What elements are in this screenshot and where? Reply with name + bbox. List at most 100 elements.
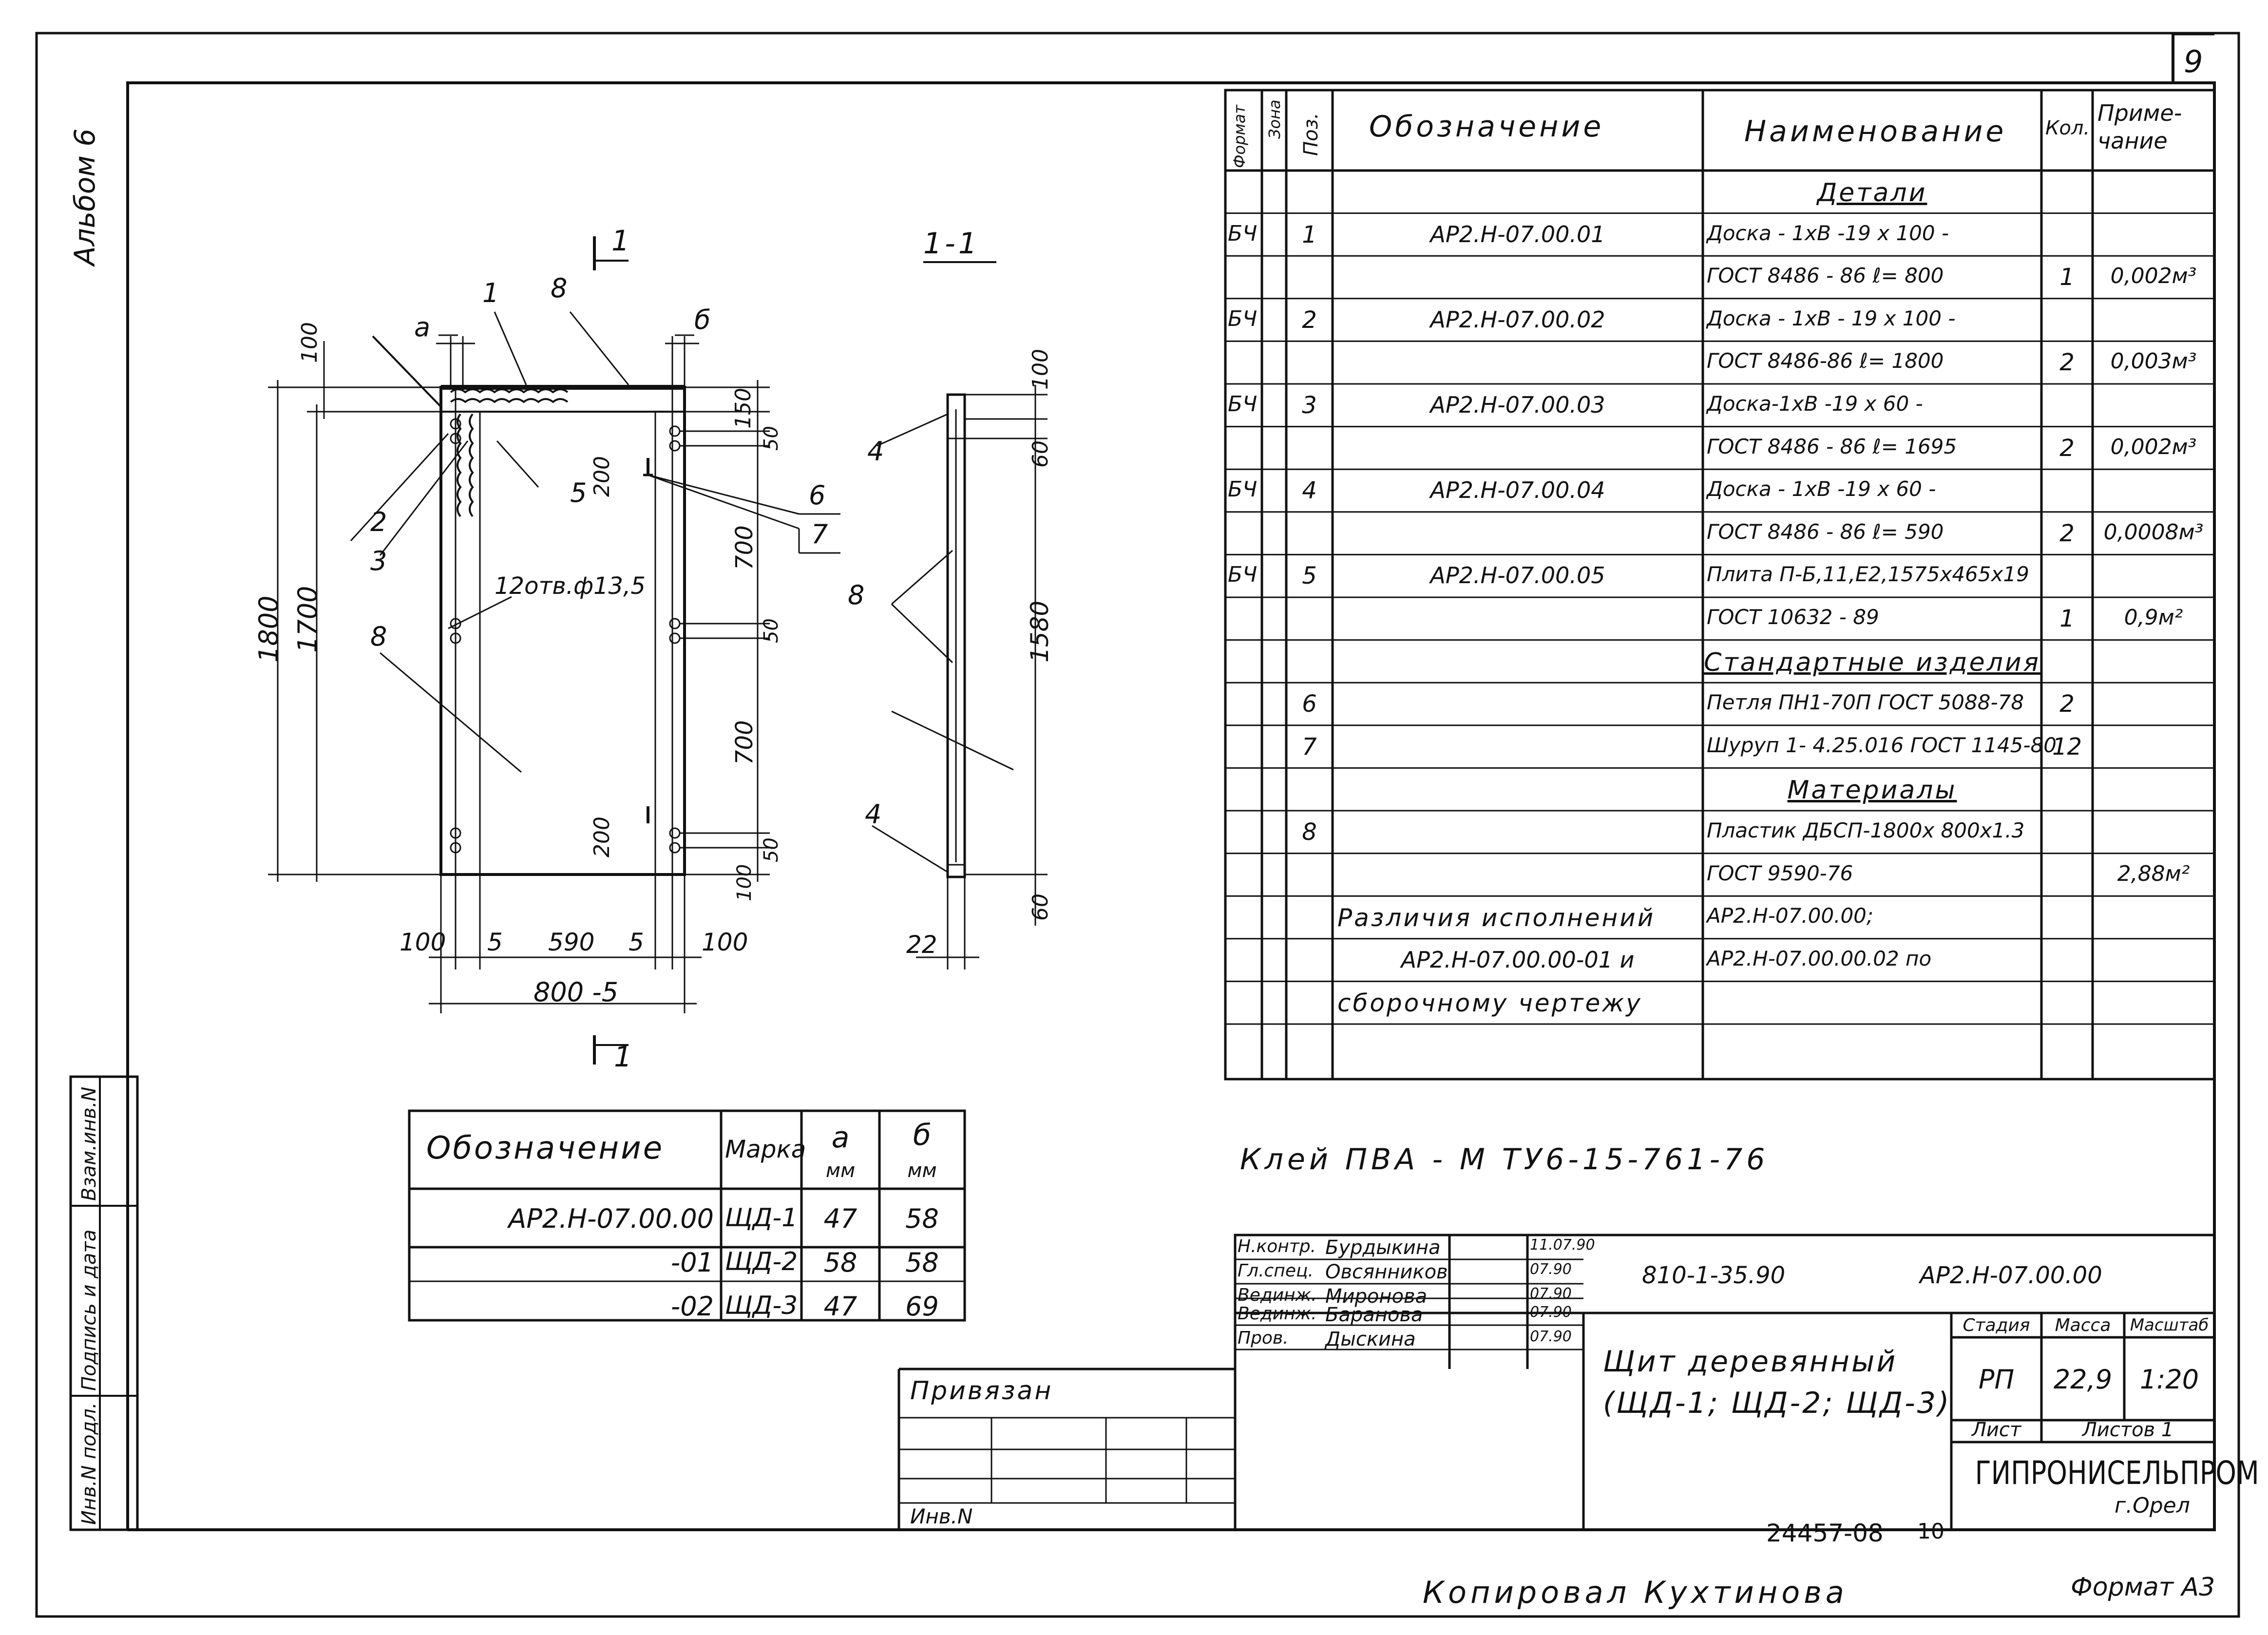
spec-cell-name: АР2.Н-07.00.00.02 по	[1707, 946, 1932, 970]
pos-7: 7	[811, 519, 828, 550]
tb-organization: ГИПРОНИСЕЛЬПРОМ	[1975, 1454, 2259, 1492]
dim-50-a: 50	[760, 426, 782, 451]
pos-2: 2	[370, 507, 387, 537]
dim-bottom-5-left: 5	[487, 928, 503, 956]
tb-person-date: 07.90	[1530, 1304, 1572, 1321]
spec-cell-pos: 2	[1302, 306, 1317, 334]
spec-cell-qty: 2	[2059, 349, 2075, 377]
variant-cell-mark: ЩД-3	[724, 1291, 798, 1320]
spec-cell-name: ГОСТ 8486 - 86 ℓ= 590	[1707, 519, 1944, 544]
tb-title-1: Щит деревянный	[1603, 1345, 1898, 1379]
spec-header-name: Наименование	[1744, 114, 2007, 149]
title-block-grid	[897, 1234, 2216, 1531]
tb-inv: Инв.N	[910, 1504, 973, 1528]
dim-50-c: 50	[760, 837, 782, 862]
section-dim-22: 22	[906, 931, 937, 959]
dim-bottom-100-left: 100	[400, 928, 446, 956]
pos-8c: 8	[848, 580, 865, 610]
tb-person-name: Баранова	[1325, 1304, 1423, 1326]
variant-cell-b: 58	[905, 1203, 939, 1234]
spec-cell-pos: 3	[1302, 392, 1317, 419]
tb-mass-header: Масса	[2055, 1315, 2111, 1335]
section-mark-top: 1	[611, 224, 629, 257]
section-view-label: 1-1	[923, 227, 980, 261]
copied-by: Копировал Кухтинова	[1423, 1575, 1848, 1610]
pos-6: 6	[809, 480, 826, 511]
variants-header-a: а	[831, 1121, 850, 1155]
spec-cell-note: 0,0008м³	[2103, 519, 2204, 545]
spec-cell-des: АР2.Н-07.00.04	[1430, 477, 1605, 504]
tb-person-date: 11.07.90	[1530, 1236, 1595, 1254]
archive-number: 24457-08	[1766, 1519, 1884, 1547]
spec-cell-name: Доска - 1хВ -19 х 60 -	[1707, 477, 1936, 501]
tb-person-date: 07.90	[1530, 1261, 1572, 1278]
variant-cell-a: 47	[823, 1291, 858, 1322]
variant-cell-a: 58	[823, 1247, 858, 1278]
dim-700-a: 700	[731, 525, 758, 570]
variant-cell-des: АР2.Н-07.00.00	[508, 1203, 714, 1234]
spec-cell-pos: 1	[1302, 221, 1317, 248]
spec-header-pos: Поз.	[1300, 113, 1322, 156]
spec-header-note-2: чание	[2097, 128, 2168, 154]
sheet-outer-border	[35, 32, 2240, 1618]
dim-200-a: 200	[590, 456, 614, 497]
side-stamp-inv-orig: Инв.N подл.	[78, 1402, 100, 1525]
tb-person-date: 07.90	[1530, 1285, 1572, 1302]
dim-bottom-5-right: 5	[629, 928, 644, 956]
spec-cell-des: АР2.Н-07.00.05	[1430, 562, 1605, 589]
dim-100-top: 100	[297, 322, 322, 363]
tb-stage-header: Стадия	[1963, 1315, 2030, 1335]
pos-4b: 4	[865, 799, 882, 830]
spec-cell-name: ГОСТ 8486 - 86 ℓ= 800	[1707, 264, 1944, 288]
variant-cell-mark: ЩД-2	[724, 1247, 798, 1276]
spec-cell-fmt: БЧ	[1228, 221, 1258, 246]
spec-cell-name: ГОСТ 8486 - 86 ℓ= 1695	[1707, 434, 1957, 458]
spec-cell-qty: 1	[2059, 264, 2075, 291]
spec-header-format: Формат	[1230, 105, 1249, 168]
section-dim-60-bottom: 60	[1028, 894, 1053, 921]
dim-bottom-100-right: 100	[702, 928, 748, 956]
dim-100-b: 100	[733, 864, 756, 901]
pos-8a: 8	[551, 273, 568, 304]
spec-cell-name: Плита П-Б,11,Е2,1575х465х19	[1707, 562, 2029, 587]
dim-200-b: 200	[590, 817, 614, 857]
tb-sheets-header: Листов 1	[2082, 1419, 2174, 1441]
sheet-number: 9	[2184, 44, 2203, 79]
spec-cell-note: 0,002м³	[2110, 434, 2197, 459]
spec-cell-qty: 1	[2059, 605, 2075, 632]
spec-cell-qty: 2	[2059, 434, 2075, 462]
dim-1700: 1700	[292, 586, 323, 653]
section-mark-bottom: 1	[614, 1040, 632, 1073]
spec-table-grid	[1224, 89, 2216, 1081]
front-view	[268, 236, 840, 1065]
spec-cell-qty: 12	[2052, 733, 2082, 760]
spec-cell-note: 2,88м²	[2117, 861, 2190, 886]
spec-cell-pos: 8	[1302, 818, 1317, 846]
dim-150: 150	[731, 388, 756, 429]
spec-cell-pos: 6	[1302, 690, 1317, 718]
spec-header-note-1: Приме-	[2097, 100, 2182, 126]
tb-project: 810-1-35.90	[1642, 1262, 1786, 1289]
dim-1800: 1800	[253, 595, 284, 663]
tb-scale-header: Масштаб	[2130, 1315, 2209, 1335]
spec-cell-des: АР2.Н-07.00.03	[1430, 392, 1605, 418]
album-label: Альбом 6	[68, 128, 101, 266]
tb-code: АР2.Н-07.00.00	[1920, 1262, 2102, 1289]
variants-table-grid	[408, 1109, 966, 1322]
variants-header-a-unit: мм	[825, 1160, 856, 1182]
dim-bottom-800: 800 -5	[534, 977, 619, 1008]
spec-cell-name: Доска - 1хВ -19 х 100 -	[1707, 221, 1949, 245]
variants-header-designation: Обозначение	[426, 1130, 665, 1166]
section-dim-60-top: 60	[1028, 440, 1053, 468]
spec-cell-name: Стандартные изделия	[1704, 647, 2040, 677]
tb-title-2: (ЩД-1; ЩД-2; ЩД-3)	[1603, 1386, 1951, 1420]
spec-cell-name: Доска-1хВ -19 х 60 -	[1707, 392, 1923, 416]
spec-cell-fmt: БЧ	[1228, 477, 1258, 502]
tb-attached: Привязан	[910, 1376, 1053, 1406]
tb-sheet-header: Лист	[1971, 1419, 2021, 1441]
spec-cell-note: 0,003м³	[2110, 349, 2197, 374]
pos-5: 5	[570, 477, 587, 508]
tb-scale: 1:20	[2139, 1364, 2199, 1395]
spec-cell-des: АР2.Н-07.00.02	[1430, 306, 1605, 333]
